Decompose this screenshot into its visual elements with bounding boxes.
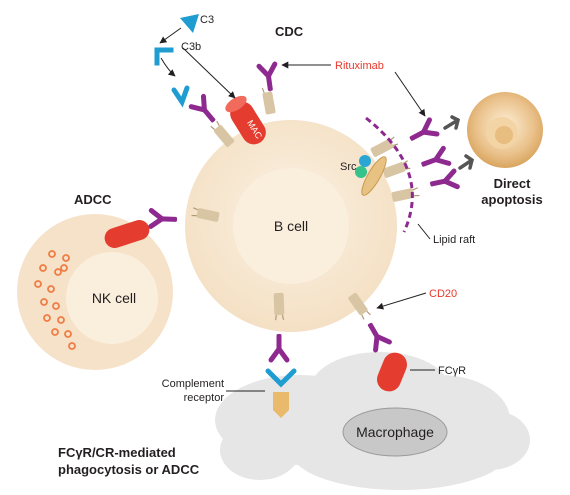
apoptotic-cell-receptors <box>443 115 474 170</box>
phagocytosis-heading-1: FCγR/CR-mediated <box>58 445 176 460</box>
c3b-bound <box>171 85 190 108</box>
apoptotic-cell <box>467 92 543 168</box>
src-label: Src <box>340 161 357 173</box>
nk-cell-label: NK cell <box>92 290 136 306</box>
src-kinase <box>355 155 387 196</box>
complement-receptor-shape <box>265 368 297 418</box>
macrophage-nucleus: Macrophage <box>342 407 448 457</box>
cdc-heading: CDC <box>275 24 304 39</box>
direct-apoptosis-heading-2: apoptosis <box>481 192 542 207</box>
lipid-raft-label: Lipid raft <box>433 234 475 246</box>
c3b-label: C3b <box>181 41 201 53</box>
mac-complex: MAC <box>225 95 266 145</box>
nk-fc-receptor <box>104 219 150 249</box>
macrophage-label: Macrophage <box>356 424 434 440</box>
pointer-arrows <box>159 27 435 392</box>
nk-cell: NK cell <box>17 214 173 370</box>
macrophage-fcgr <box>377 352 407 392</box>
c3-label: C3 <box>200 14 214 26</box>
adcc-heading: ADCC <box>74 192 112 207</box>
direct-apoptosis-heading-1: Direct <box>494 176 532 191</box>
fcgr-label: FCγR <box>438 365 466 377</box>
lipid-raft-arc <box>365 116 414 233</box>
b-cell-label: B cell <box>274 218 308 234</box>
nk-granules <box>34 250 76 350</box>
c3b-protein <box>154 47 174 66</box>
c3-protein <box>180 14 199 33</box>
cd20-label: CD20 <box>429 288 457 300</box>
b-cell: B cell <box>185 120 397 332</box>
complement-receptor-label-1: Complement <box>162 378 224 390</box>
phagocytosis-heading-2: phagocytosis or ADCC <box>58 462 200 477</box>
complement-receptor-label-2: receptor <box>184 392 225 404</box>
rituximab-label: Rituximab <box>335 60 384 72</box>
